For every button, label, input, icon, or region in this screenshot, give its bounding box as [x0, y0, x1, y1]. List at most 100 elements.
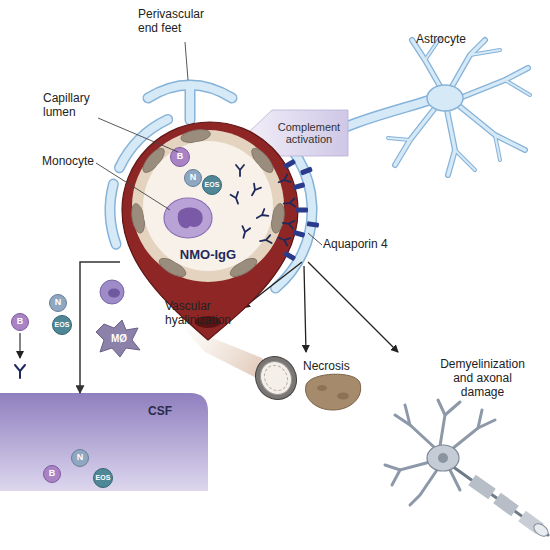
- neuron-illustration: [438, 400, 445, 446]
- necrosis-illustration: [317, 385, 327, 391]
- effect-arrows: [308, 262, 398, 352]
- node-text: N: [55, 298, 62, 308]
- callout-label: Capillary lumen: [43, 92, 103, 120]
- monocyte-cell: [164, 198, 212, 238]
- b-cell: B: [11, 313, 29, 331]
- node-text: B: [49, 469, 56, 479]
- astrocyte-outline: [185, 88, 196, 120]
- necrosis-illustration: [306, 374, 361, 410]
- node-text: CSF: [148, 405, 198, 418]
- node-text: EOS: [205, 181, 220, 189]
- aquaporin-channels: [283, 159, 296, 169]
- capillary-lumen: [143, 141, 273, 271]
- nmo-igg-antibodies: [255, 209, 269, 221]
- astrocyte-outline: [505, 80, 530, 95]
- vascular-hyalinization-illustration: [248, 349, 305, 407]
- neuron-illustration: [385, 400, 495, 505]
- callout-label: Necrosis: [303, 360, 373, 374]
- leader-lines: [185, 42, 188, 80]
- eosinophil-shape: [94, 469, 113, 488]
- callout-label: Aquaporin 4: [323, 238, 413, 252]
- node-text: MØ: [111, 333, 127, 344]
- leader-lines: [96, 42, 322, 245]
- aquaporin-channels: [292, 182, 305, 190]
- macrophage: MØ: [96, 318, 142, 358]
- nmo-igg-antibodies: [236, 165, 244, 176]
- astrocyte-fill: [495, 135, 500, 160]
- node-text: Complement activation: [274, 121, 344, 145]
- b-cell-shape: [44, 466, 61, 483]
- nmo-igg-antibodies: [277, 174, 290, 186]
- eosinophil: EOS: [93, 468, 113, 488]
- callout-label: Demyelinization and axonal damage: [435, 358, 530, 399]
- nmo-igg-antibodies: [259, 235, 271, 245]
- astrocyte-outline: [388, 138, 410, 140]
- necrosis-illustration: [337, 393, 349, 400]
- astrocyte-fill: [458, 105, 525, 150]
- astrocyte-fill: [455, 150, 475, 170]
- leader-lines: [308, 233, 322, 245]
- node-text: EOS: [96, 474, 111, 482]
- node-text: N: [190, 173, 197, 183]
- neuron-illustration: [395, 415, 435, 448]
- neuron-illustration: [385, 400, 550, 539]
- astrocyte-outline: [458, 105, 525, 150]
- astrocyte-outline: [460, 68, 528, 98]
- macrophage-shape: [96, 320, 140, 357]
- astrocyte-fill: [470, 50, 500, 55]
- neutrophil-shape: [50, 295, 67, 312]
- callout-label: Perivascular end feet: [138, 8, 218, 36]
- left-cells: [108, 289, 120, 298]
- neuron-illustration: [472, 480, 492, 494]
- astrocyte-fill: [395, 108, 435, 165]
- neuron-illustration: [438, 453, 448, 463]
- astrocyte-fill: [110, 184, 116, 244]
- astrocyte-fill: [460, 68, 528, 98]
- astrocyte-outline: [110, 184, 116, 244]
- neuron-illustration: [452, 466, 548, 535]
- neuron-illustration: [497, 498, 515, 511]
- astrocyte-outline: [455, 150, 475, 170]
- astrocyte-fill: [148, 85, 232, 98]
- eosinophil-shape: [53, 316, 72, 335]
- flow-arrow: [80, 262, 120, 393]
- vascular-hyalinization-illustration: [255, 356, 298, 400]
- nmo-igg-antibodies: [283, 199, 295, 208]
- endothelium: [132, 130, 284, 282]
- astrocyte-outline: [450, 40, 485, 90]
- nmo-igg-antibodies: [282, 219, 294, 229]
- eosinophil: EOS: [52, 315, 72, 335]
- aquaporin-channels: [283, 159, 319, 261]
- node-text: B: [177, 152, 184, 162]
- left-cells: [19, 333, 20, 358]
- neutrophil: N: [71, 449, 89, 467]
- aquaporin-channels: [296, 208, 308, 213]
- csf-shape: [0, 393, 208, 491]
- vascular-hyalinization-illustration: [260, 361, 292, 395]
- callout-label: Monocyte: [42, 155, 112, 169]
- astrocyte-fill: [186, 88, 194, 120]
- neuron-illustration: [445, 402, 460, 415]
- callout-label: Astrocyte: [416, 33, 496, 47]
- nmo-igg-antibodies: [249, 184, 261, 198]
- monocyte-cell: [164, 198, 212, 238]
- monocyte-cell: [178, 208, 203, 229]
- aquaporin-channels: [283, 251, 296, 261]
- csf-band: CSF N B EOS: [0, 393, 208, 491]
- neutrophil-shape: [72, 450, 89, 467]
- neutrophil: N: [184, 169, 202, 187]
- neuron-illustration: [392, 470, 400, 485]
- node-text: EOS: [55, 321, 70, 329]
- aquaporin-channels: [292, 230, 305, 238]
- left-cells: [100, 280, 124, 304]
- node-text: NMO-IgG: [158, 248, 258, 262]
- eosinophil: EOS: [202, 175, 222, 195]
- b-cell: B: [43, 465, 61, 483]
- vessel-wall: [122, 122, 298, 340]
- astrocyte-fill: [110, 38, 530, 288]
- node-text: B: [17, 317, 24, 327]
